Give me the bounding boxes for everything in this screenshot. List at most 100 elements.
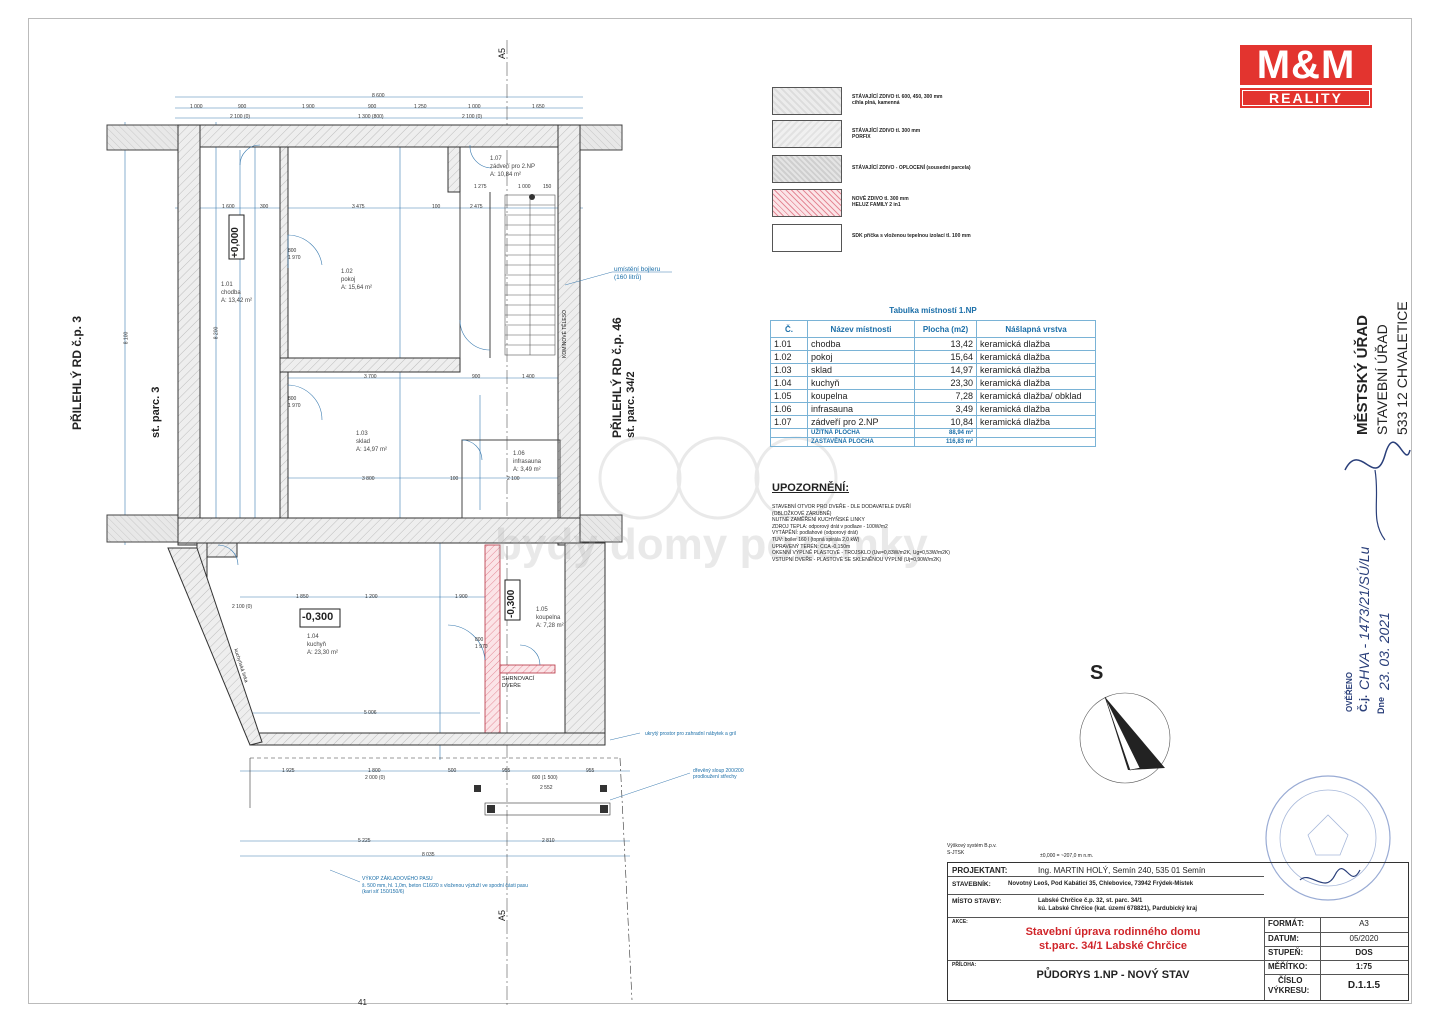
cell: 14,97 bbox=[914, 363, 977, 377]
north-label: S bbox=[1090, 662, 1104, 684]
room-label-1-06: 1.06 infrasauna A: 3,49 m² bbox=[513, 450, 541, 474]
notice-line: (OBLOŽKOVÉ ZÁRUBNĚ) bbox=[772, 510, 832, 517]
dim-row3: 3 800 bbox=[362, 476, 375, 482]
notice-line: UPRAVENÝ TERÉN: CCA -0,150m bbox=[772, 543, 851, 550]
legend-swatch-existing bbox=[772, 87, 842, 115]
tb-date-label: DATUM: bbox=[1268, 934, 1299, 943]
cell bbox=[770, 428, 808, 438]
notice-line: VSTUPNÍ DVEŘE - PLASTOVÉ SE SKLENĚNOU VÝ… bbox=[772, 556, 941, 563]
boiler-note-line2: (160 litrů) bbox=[614, 274, 642, 281]
logo-reality: REALITY bbox=[1240, 88, 1372, 108]
dim-left-total: 8 100 bbox=[123, 331, 130, 345]
room-name: chodba bbox=[221, 290, 241, 296]
room-area: A: 10,84 m² bbox=[490, 172, 522, 178]
tb-designer-label: PROJEKTANT: bbox=[952, 866, 1008, 875]
dim-terrace: 1 925 bbox=[282, 768, 295, 774]
neighbor-right-label: PŘILEHLÝ RD č.p. 46 bbox=[610, 317, 624, 438]
verified-stamp: OVĚŘENO Č.j. CHVA - 1473/21/SÚ/Lu Dne 23… bbox=[1340, 500, 1400, 720]
cell bbox=[976, 437, 1096, 447]
height-system: Výškový systém B.p.v. S-JTSK bbox=[947, 843, 997, 856]
tb-site-2: kú. Labské Chrčice (kat. území 678821), … bbox=[1038, 906, 1198, 912]
cell: 1.01 bbox=[770, 337, 808, 351]
logo-mm: M&M bbox=[1240, 45, 1372, 85]
foundation-line3: (kari síť 150/150/6) bbox=[362, 889, 405, 895]
room-id: 1.01 bbox=[221, 282, 233, 288]
cell: 116,83 m² bbox=[914, 437, 977, 447]
cell: UŽITNÁ PLOCHA bbox=[807, 428, 915, 438]
dim-inner-total: 8 200 bbox=[213, 326, 220, 340]
cell: koupelna bbox=[807, 389, 915, 403]
room-id: 1.02 bbox=[341, 269, 353, 275]
cell: keramická dlažba bbox=[976, 415, 1096, 429]
dim-bottom: 5 225 bbox=[358, 838, 371, 844]
cell: 1.05 bbox=[770, 389, 808, 403]
tb-action-label: AKCE: bbox=[952, 919, 968, 925]
dim-row1: 100 bbox=[432, 204, 441, 210]
room-area: A: 7,28 m² bbox=[536, 623, 564, 629]
legend-line: NOVÉ ZDIVO tl. 300 mm bbox=[852, 196, 909, 202]
foundation-note: VÝKOP ZÁKLADOVÉHO PASU š. 500 mm, hl. 1,… bbox=[362, 876, 528, 896]
notice-line: ZDROJ TEPLA: odporový drát v podlaze - 1… bbox=[772, 523, 888, 530]
cell: keramická dlažba bbox=[976, 350, 1096, 364]
door-dim-height: 1 970 bbox=[288, 255, 301, 261]
verified-date-label: Dne bbox=[1376, 696, 1386, 714]
boiler-note-line1: umístění bojleru bbox=[614, 266, 661, 273]
watermark: bydy domy pozemky bbox=[495, 520, 928, 569]
dim-row2: 3 700 bbox=[364, 374, 377, 380]
dim-top-total: 8 600 bbox=[372, 93, 385, 99]
door-dim-height: 1 970 bbox=[475, 644, 488, 650]
tb-divider bbox=[1264, 946, 1408, 947]
cell bbox=[770, 437, 808, 447]
notice-line: NUTNÉ ZAMĚŘENÍ KUCHYŇSKÉ LINKY bbox=[772, 517, 865, 524]
notice-line: VYTÁPĚNÍ: podlahové (odporový drát) bbox=[772, 530, 858, 537]
cell: 1.07 bbox=[770, 415, 808, 429]
dim-terrace: 955 bbox=[586, 768, 595, 774]
dim-stair: 150 bbox=[543, 184, 552, 190]
cell: 88,94 m² bbox=[914, 428, 977, 438]
room-table-title: Tabulka místností 1.NP bbox=[889, 306, 977, 315]
cell: 15,64 bbox=[914, 350, 977, 364]
tb-drawing-number: D.1.1.5 bbox=[1347, 980, 1381, 991]
height-system-line1: Výškový systém B.p.v. bbox=[947, 843, 997, 849]
tb-action-2: st.parc. 34/1 Labské Chrčice bbox=[1039, 940, 1187, 952]
notice-list: STAVEBNÍ OTVOR PRO DVEŘE - DLE DODAVATEL… bbox=[772, 504, 1062, 563]
office-stamp-line3: 533 12 CHVALETICE bbox=[1394, 301, 1410, 435]
room-id: 1.04 bbox=[307, 634, 319, 640]
verified-date: 23. 03. 2021 bbox=[1376, 612, 1392, 690]
dim-top-part: 1 900 bbox=[302, 104, 315, 110]
room-label-1-07: 1.07 zádveří pro 2.NP A: 10,84 m² bbox=[490, 155, 535, 179]
room-name: sklad bbox=[356, 439, 371, 445]
dim-row3: 100 bbox=[450, 476, 459, 482]
room-area: A: 15,64 m² bbox=[341, 285, 373, 291]
tb-date: 05/2020 bbox=[1349, 934, 1379, 943]
dim-bottom: 2 810 bbox=[542, 838, 555, 844]
dim-row4-opening: 2 100 (0) bbox=[232, 604, 253, 610]
shutter-door-line1: SHRNOVACÍ bbox=[502, 676, 535, 682]
cell: infrasauna bbox=[807, 402, 915, 416]
dim-top-part: 1 650 bbox=[532, 104, 545, 110]
dim-row4: 1 850 bbox=[296, 594, 309, 600]
neighbor-right-parcel: st. parc. 34/2 bbox=[625, 371, 637, 438]
room-area: A: 23,30 m² bbox=[307, 650, 339, 656]
tb-divider bbox=[948, 894, 1264, 895]
dim-row1: 2 475 bbox=[470, 204, 483, 210]
legend-line: PORFIX bbox=[852, 134, 871, 140]
dim-bottom-total: 8 035 bbox=[422, 852, 435, 858]
legend-line: STÁVAJÍCÍ ZDIVO - OPLOCENÍ (sousední par… bbox=[852, 165, 971, 171]
cell: pokoj bbox=[807, 350, 915, 364]
dim-top-opening: 2 100 (0) bbox=[230, 114, 251, 120]
door-dim-width: 800 bbox=[288, 396, 297, 402]
tb-stage-label: STUPEŇ: bbox=[1268, 948, 1304, 957]
tb-drawing-label-1: ČÍSLO bbox=[1278, 976, 1303, 985]
legend-swatch-sdk bbox=[772, 224, 842, 252]
dim-row1: 300 bbox=[260, 204, 269, 210]
title-block: PROJEKTANT: Ing. MARTIN HOLÝ, Semín 240,… bbox=[947, 862, 1409, 1001]
dim-terrace: 955 bbox=[502, 768, 511, 774]
tb-site-1: Labské Chrčice č.p. 32, st. parc. 34/1 bbox=[1038, 898, 1143, 904]
door-dim-height: 1 970 bbox=[288, 403, 301, 409]
